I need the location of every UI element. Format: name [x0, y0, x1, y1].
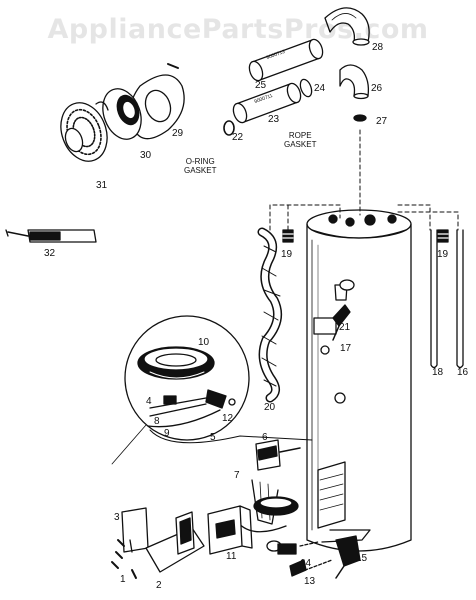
igniter-32: [5, 229, 97, 243]
vent-pipe-23: [232, 82, 302, 124]
screws-1: [111, 539, 137, 579]
bracket-3: [121, 507, 149, 553]
callout-1: 1: [120, 574, 126, 585]
watermark: AppliancePartsPros.com: [47, 14, 429, 45]
burner-detail-circle: [124, 315, 250, 441]
vent-elbow-28: [324, 7, 370, 46]
callout-16: 16: [457, 367, 469, 378]
relief-valve-15: [299, 529, 371, 579]
callout-21: 21: [339, 322, 351, 333]
rope-gasket-caption: ROPE GASKET: [284, 131, 316, 149]
callout-18: 18: [432, 367, 444, 378]
vent-termination-31: [60, 101, 109, 162]
callout-23: 23: [268, 114, 280, 125]
callout-28: 28: [372, 42, 384, 53]
callout-6: 6: [262, 432, 268, 443]
anode-rod-17: [332, 279, 355, 341]
rope-caption-line2: GASKET: [284, 140, 317, 149]
callout-9: 9: [164, 428, 170, 439]
callout-8: 8: [154, 416, 160, 427]
oring-caption-line1: O-RING: [185, 157, 215, 166]
burner-assembly-7: [235, 479, 299, 533]
callout-29: 29: [172, 128, 184, 139]
manifold-door-11: [207, 505, 253, 555]
callout-15: 15: [356, 553, 368, 564]
callout-13: 13: [304, 576, 316, 587]
callout-2: 2: [156, 580, 162, 591]
anode-16: [456, 229, 464, 369]
callout-14: 14: [300, 558, 312, 569]
screw-icon: [167, 63, 179, 69]
inner-door-2: [145, 511, 205, 573]
oring-caption-line2: GASKET: [184, 166, 217, 175]
callout-32: 32: [44, 248, 56, 259]
callout-26: 26: [371, 83, 383, 94]
gasket-27: [353, 114, 367, 122]
vent-elbow-26: [339, 64, 370, 100]
o-ring-22: [223, 120, 235, 136]
dip-tube-18: [430, 229, 438, 369]
callout-31: 31: [96, 180, 108, 191]
callout-12: 12: [222, 413, 234, 424]
vent-pipe-25: [248, 38, 324, 82]
callout-25: 25: [255, 80, 267, 91]
callout-30: 30: [140, 150, 152, 161]
callout-22: 22: [232, 132, 244, 143]
callout-4: 4: [146, 396, 152, 407]
callout-3: 3: [114, 512, 120, 523]
callout-24: 24: [314, 83, 326, 94]
nipple-19-left: [282, 229, 294, 243]
callout-19-left: 19: [281, 249, 293, 260]
gas-valve-6: [255, 439, 301, 471]
callout-7: 7: [234, 470, 240, 481]
callout-27: 27: [376, 116, 388, 127]
flex-connector-20: [257, 227, 283, 403]
rope-gasket-24: [299, 78, 313, 98]
tank: [306, 209, 412, 552]
callout-11: 11: [226, 551, 237, 562]
callout-10: 10: [198, 337, 210, 348]
callout-20: 20: [264, 402, 276, 413]
rope-caption-line1: ROPE: [288, 131, 312, 140]
nipple-19-right: [437, 229, 449, 243]
callout-17: 17: [340, 343, 352, 354]
dashed-leaders: [269, 129, 459, 231]
collar-30: [102, 88, 142, 140]
callout-19-right: 19: [437, 249, 449, 260]
callout-5: 5: [210, 432, 216, 443]
drain-valve-14: [266, 540, 319, 555]
oring-gasket-caption: O-RING GASKET: [184, 157, 216, 175]
